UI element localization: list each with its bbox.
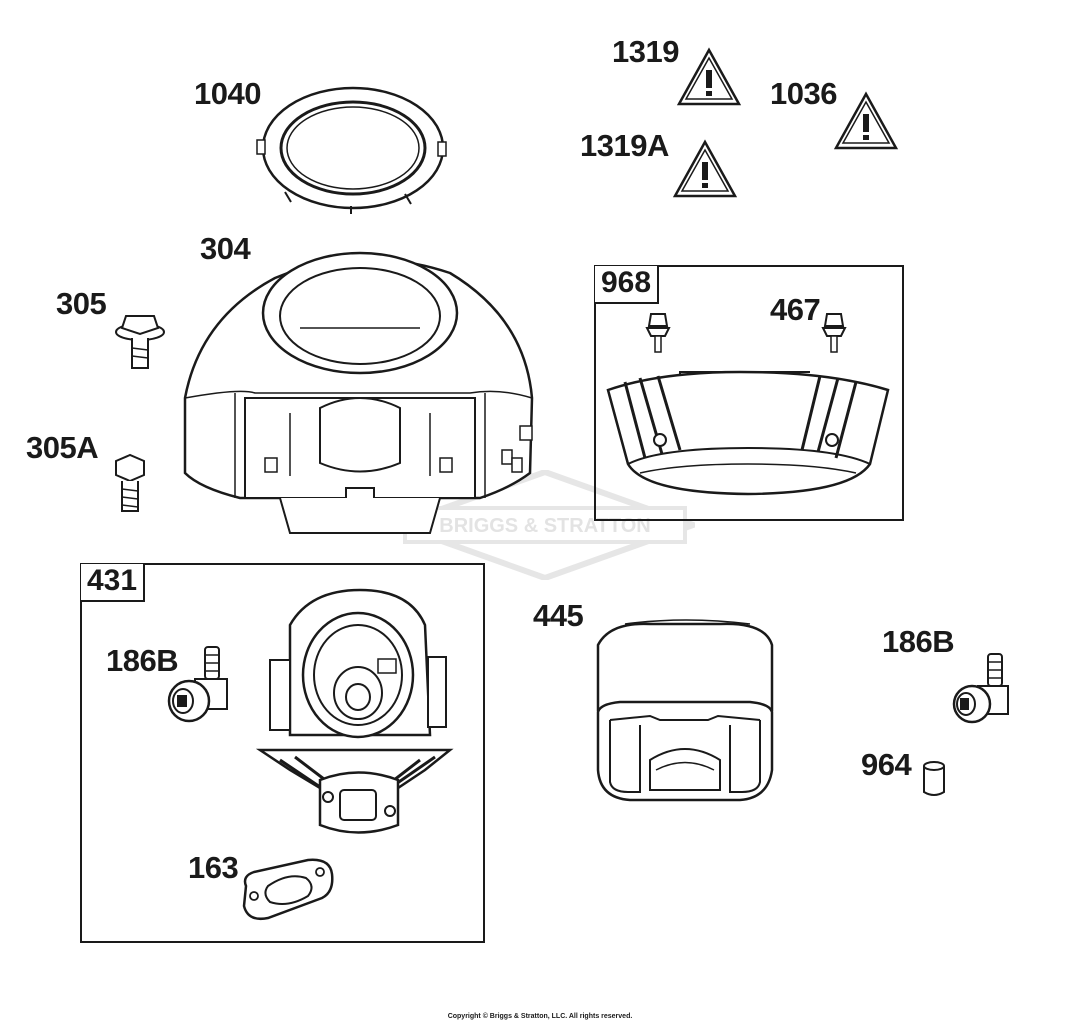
part-445-air-filter[interactable]	[590, 619, 780, 805]
label-964: 964	[861, 747, 912, 782]
label-467: 467	[770, 292, 821, 327]
label-1036: 1036	[770, 76, 837, 111]
part-1319a-warning-decal[interactable]	[672, 139, 738, 198]
warning-triangle-icon	[833, 91, 899, 150]
part-186b-fitting-right[interactable]	[950, 652, 1016, 732]
label-304: 304	[200, 231, 251, 266]
label-186b-right: 186B	[882, 624, 955, 659]
part-431-carburetor-body[interactable]	[250, 585, 460, 845]
part-305-bolt[interactable]	[112, 308, 168, 372]
label-431: 431	[81, 564, 146, 602]
part-304-blower-housing[interactable]	[180, 248, 540, 538]
label-1040: 1040	[194, 76, 261, 111]
part-467-stud-right[interactable]	[821, 312, 847, 354]
label-1319: 1319	[612, 34, 679, 69]
part-1036-warning-decal[interactable]	[833, 91, 899, 150]
label-305: 305	[56, 286, 107, 321]
part-467-stud-left[interactable]	[645, 312, 671, 354]
part-1040-ring[interactable]	[255, 80, 455, 215]
label-968: 968	[595, 266, 660, 304]
group-431-frame	[80, 563, 485, 943]
warning-triangle-icon	[672, 139, 738, 198]
label-163: 163	[188, 850, 239, 885]
part-163-gasket[interactable]	[238, 856, 338, 922]
group-968-frame	[594, 265, 904, 521]
part-186b-fitting-left[interactable]	[165, 645, 231, 725]
part-968-air-cleaner-cover[interactable]	[600, 368, 895, 508]
copyright-notice: Copyright © Briggs & Stratton, LLC. All …	[447, 1013, 633, 1020]
label-186b-left: 186B	[106, 643, 179, 678]
part-964-sleeve[interactable]	[920, 760, 948, 798]
warning-triangle-icon	[676, 47, 742, 106]
part-1319-warning-decal[interactable]	[676, 47, 742, 106]
label-305a: 305A	[26, 430, 99, 465]
label-445: 445	[533, 598, 584, 633]
label-1319a: 1319A	[580, 128, 669, 163]
part-305a-bolt[interactable]	[110, 453, 150, 515]
